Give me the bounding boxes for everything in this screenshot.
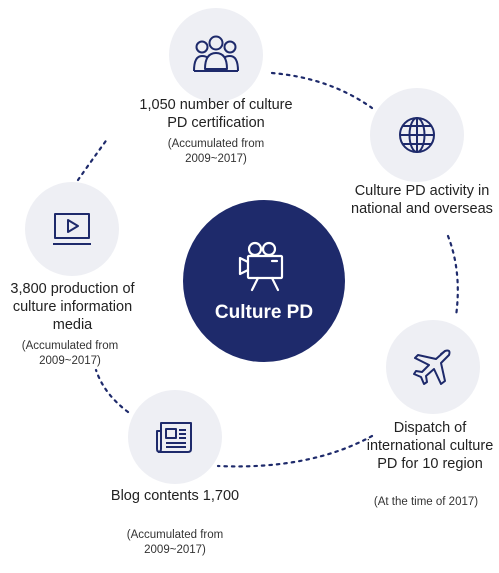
airplane-icon: [413, 349, 451, 385]
blog-circle: [128, 390, 222, 484]
connector-bottom-right: [216, 434, 374, 468]
certification-note: (Accumulated from 2009~2017): [167, 138, 265, 165]
newspaper-icon: [156, 422, 192, 453]
blog-note: (Accumulated from 2009~2017): [126, 529, 224, 556]
connector-top-right: [270, 71, 374, 110]
media-circle: [25, 182, 119, 276]
connector-top-left: [76, 136, 110, 182]
video-camera-icon: [238, 241, 284, 292]
connector-right: [446, 234, 459, 318]
center-label: Culture PD: [214, 302, 314, 323]
media-note: (Accumulated from 2009~2017): [21, 340, 119, 367]
certification-circle: [169, 8, 263, 102]
group-people-icon: [193, 35, 239, 72]
globe-icon: [399, 117, 435, 153]
activity-circle: [370, 88, 464, 182]
center-culture-pd-circle: Culture PD: [183, 200, 345, 362]
certification-title: 1,050 number of culture PD certification: [139, 97, 293, 131]
blog-title: Blog contents 1,700: [110, 488, 240, 504]
connector-bottom-left: [94, 368, 130, 414]
dispatch-title: Dispatch of international culture PD for…: [366, 420, 494, 472]
video-play-icon: [53, 213, 91, 245]
media-title: 3,800 production of culture information …: [10, 281, 135, 333]
dispatch-note: (At the time of 2017): [373, 496, 479, 508]
dispatch-circle: [386, 320, 480, 414]
activity-title: Culture PD activity in national and over…: [351, 183, 493, 217]
